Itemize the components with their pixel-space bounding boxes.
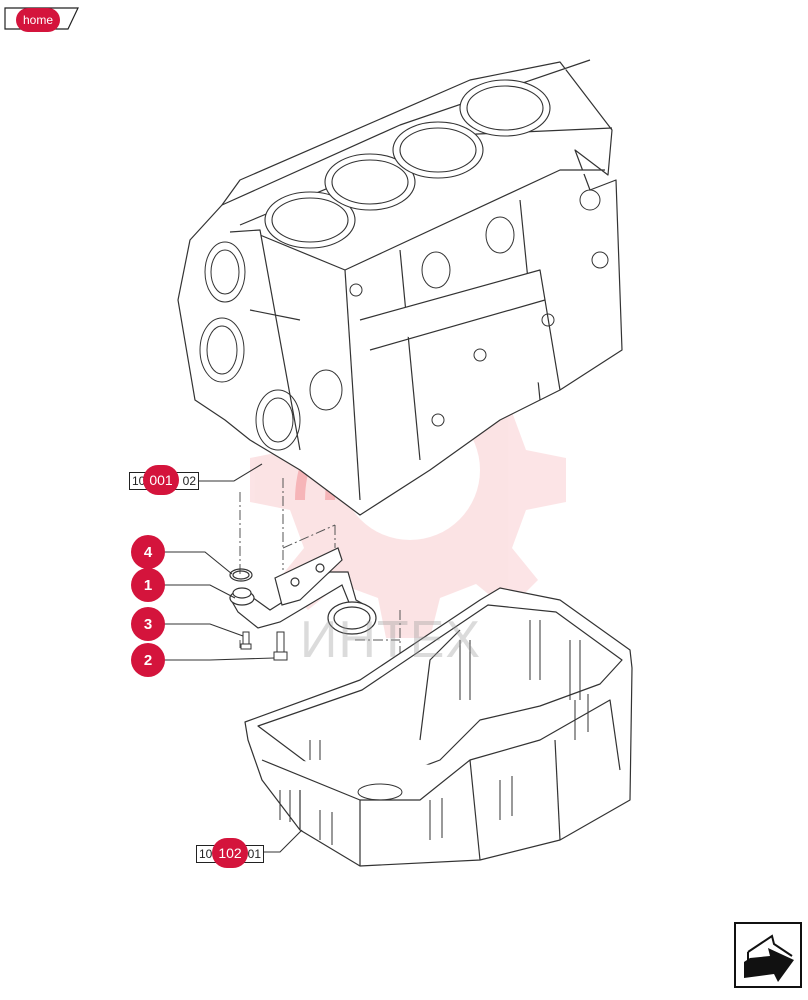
callout-1[interactable]: 1 — [131, 568, 165, 602]
callout-2[interactable]: 2 — [131, 643, 165, 677]
oil-pan-ribs — [279, 620, 589, 845]
engine-block-ports — [199, 189, 609, 451]
oil-pan — [244, 587, 633, 867]
reference-suffix: 02 — [182, 474, 196, 488]
reference-badge[interactable]: 001 — [143, 465, 179, 495]
reference-prefix: 10 — [199, 847, 213, 861]
watermark-text: ИНТЕХ — [300, 611, 482, 669]
cylinder-bores — [264, 79, 551, 249]
reference-prefix: 10 — [132, 474, 146, 488]
home-button[interactable]: home — [16, 8, 60, 32]
screws — [240, 631, 288, 661]
engine-block — [177, 59, 623, 516]
next-page-button[interactable] — [734, 922, 802, 988]
reference-badge[interactable]: 102 — [212, 838, 248, 868]
oil-pickup-tube — [229, 547, 377, 635]
callout-4[interactable]: 4 — [131, 535, 165, 569]
home-tab[interactable]: home — [4, 4, 80, 32]
next-page-arrow-icon — [734, 922, 802, 988]
callout-leaders — [164, 463, 303, 853]
o-ring-seal — [229, 568, 253, 582]
reference-suffix: 01 — [247, 847, 261, 861]
callout-3[interactable]: 3 — [131, 607, 165, 641]
